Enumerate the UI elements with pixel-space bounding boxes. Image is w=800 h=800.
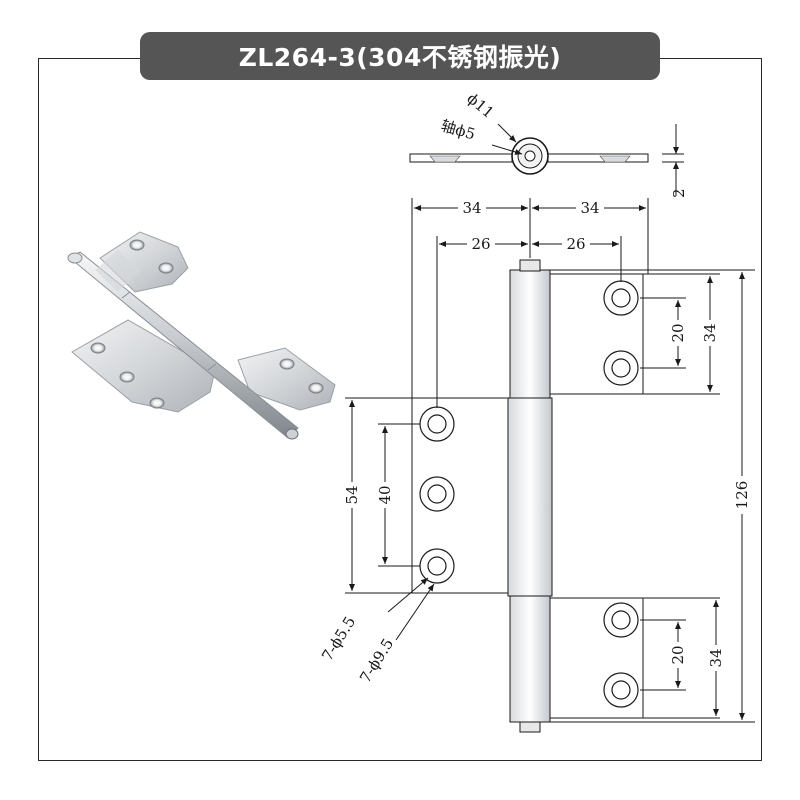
photo-hole xyxy=(158,262,174,274)
hole xyxy=(419,406,455,442)
dim-shaft-diameter: 轴ϕ5 xyxy=(439,117,477,144)
dim-left-leaf-height: 54 xyxy=(343,485,361,504)
dim-bottom-leaf-hole-pitch: 20 xyxy=(669,645,687,664)
dim-left-span: 34 xyxy=(462,199,481,217)
dim-top-leaf-hole-pitch: 20 xyxy=(669,323,687,342)
product-title: ZL264-3(304不锈钢振光) xyxy=(140,32,660,80)
dim-total-height: 126 xyxy=(733,481,751,510)
dim-right-span: 34 xyxy=(580,199,599,217)
dim-left-hole-span: 26 xyxy=(471,235,490,253)
hole xyxy=(603,280,639,316)
hinge-photo xyxy=(67,231,336,440)
photo-hole xyxy=(279,358,295,370)
bottom-knuckle xyxy=(509,595,551,723)
dim-top-leaf-height: 34 xyxy=(701,323,719,342)
hole xyxy=(603,602,639,638)
top-view: 2 ϕ11 轴ϕ5 xyxy=(409,89,688,198)
dim-pin-diameter: ϕ11 xyxy=(463,89,497,122)
hole xyxy=(603,350,639,386)
dim-left-hole-pitch: 40 xyxy=(376,485,394,504)
hole xyxy=(419,548,455,584)
dim-bottom-leaf-height: 34 xyxy=(707,648,725,667)
top-knuckle xyxy=(509,269,551,399)
dim-hole-large: 7-ϕ9.5 xyxy=(356,635,397,686)
middle-knuckle xyxy=(507,397,553,597)
photo-hole xyxy=(129,239,145,251)
dim-hole-small: 7-ϕ5.5 xyxy=(318,613,359,664)
photo-left-plate xyxy=(71,319,216,413)
photo-hole xyxy=(90,342,106,354)
dim-right-hole-span: 26 xyxy=(566,235,585,253)
photo-hole xyxy=(308,382,324,394)
shaft-circle xyxy=(524,150,536,162)
hole xyxy=(603,672,639,708)
photo-hole xyxy=(149,397,165,409)
dim-thickness: 2 xyxy=(670,188,688,198)
front-view: 34 34 26 26 20 34 126 54 40 20 34 7-ϕ5.5… xyxy=(318,198,755,733)
hole xyxy=(419,476,455,512)
photo-hole xyxy=(119,371,135,383)
